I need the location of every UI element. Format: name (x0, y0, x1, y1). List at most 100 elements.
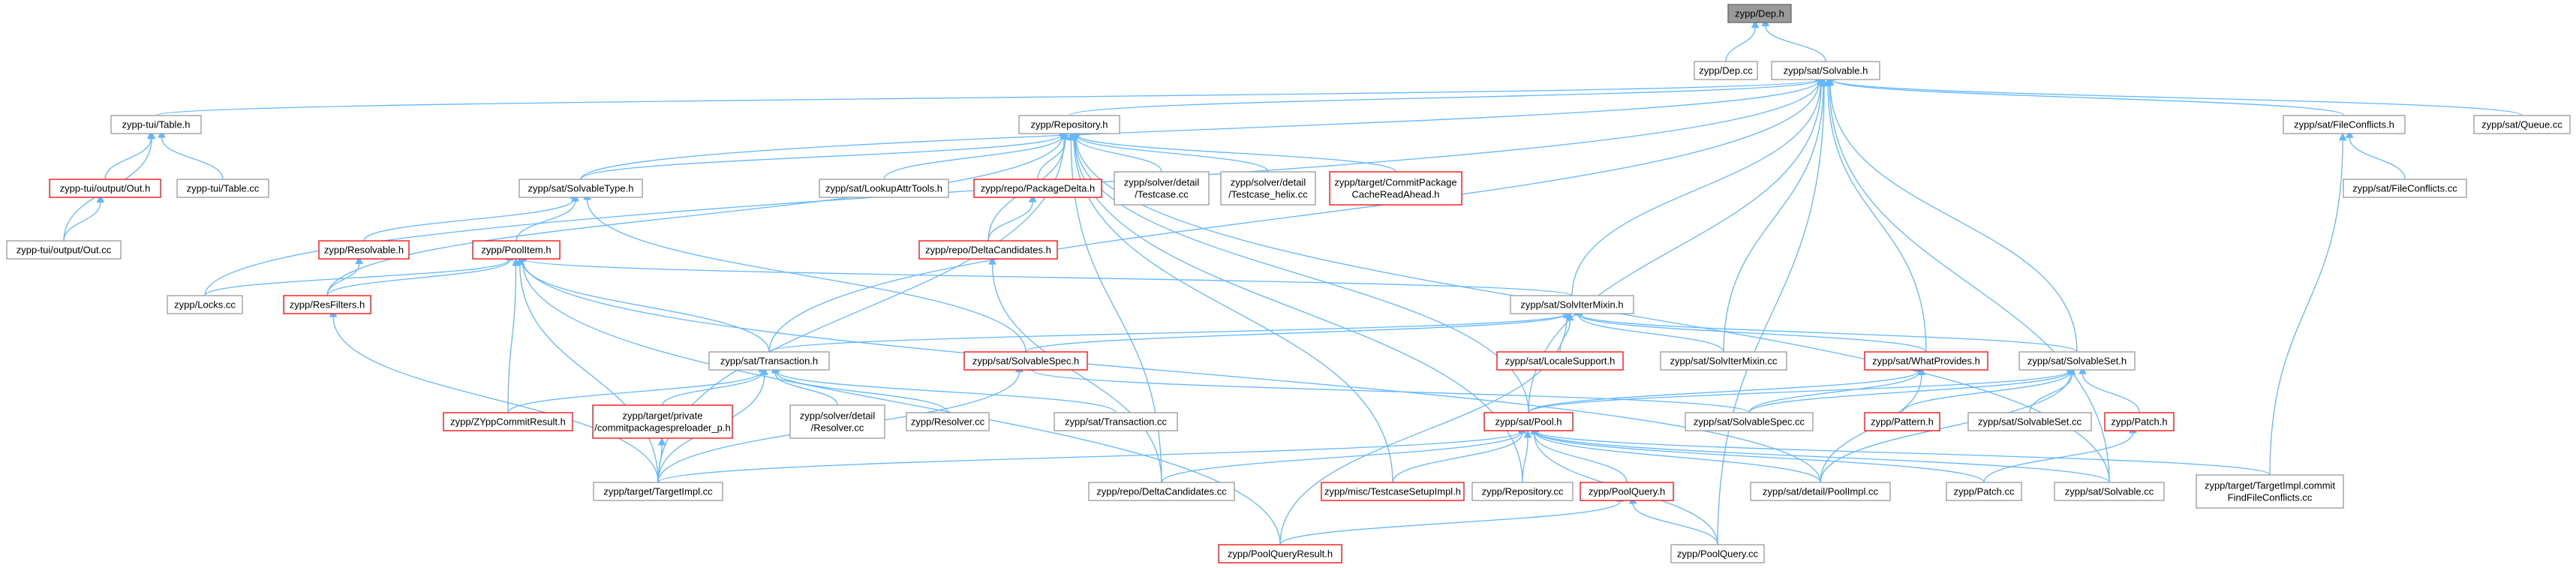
node-poolqueryresult-h[interactable]: zypp/PoolQueryResult.h (1218, 544, 1342, 563)
edge-transaction_h-to-resolver_cc (775, 371, 948, 413)
node-label: FindFileConflicts.cc (2228, 492, 2313, 503)
arrowhead-packagedelta_h-to-deltacandidates_h (1028, 194, 1037, 203)
node-out-cc[interactable]: zypp-tui/output/Out.cc (6, 240, 122, 260)
node-deltacandidates-cc[interactable]: zypp/repo/DeltaCandidates.cc (1088, 482, 1235, 501)
node-label: zypp/sat/SolvableSpec.cc (1694, 416, 1805, 428)
node-localesupport-h[interactable]: zypp/sat/LocaleSupport.h (1496, 351, 1624, 371)
node-queue-cc[interactable]: zypp/sat/Queue.cc (2473, 115, 2571, 134)
edge-pool_h-to-repository_cc (1522, 437, 1528, 483)
node-solvabletype-h[interactable]: zypp/sat/SolvableType.h (519, 179, 643, 198)
node-packagedelta-h[interactable]: zypp/repo/PackageDelta.h (973, 179, 1102, 198)
node-transaction-h[interactable]: zypp/sat/Transaction.h (708, 351, 830, 371)
node-box (1329, 171, 1462, 206)
edge-solvable_h-to-fileconflicts_h (1832, 80, 2345, 116)
node-label: zypp/sat/SolvableSpec.h (972, 356, 1079, 367)
node-box (918, 240, 1058, 260)
edge-solvable_h-to-solvabletype_h (580, 80, 1820, 180)
node-solvableset-cc[interactable]: zypp/sat/SolvableSet.cc (1967, 412, 2092, 431)
node-resolvable-h[interactable]: zypp/Resolvable.h (318, 240, 410, 260)
node-resolver-cc-detail[interactable]: zypp/solver/detail/Resolver.cc (789, 404, 885, 439)
node-box (593, 482, 723, 501)
node-box (176, 179, 269, 198)
node-box (592, 404, 733, 439)
node-testcase-helix-cc[interactable]: zypp/solver/detail/Testcase_helix.cc (1220, 171, 1316, 206)
edge-table_h-to-out_h (104, 137, 152, 180)
node-dep-cc[interactable]: zypp/Dep.cc (1694, 61, 1758, 80)
edge-poolitem_h-to-soliterm_h (522, 258, 1573, 296)
arrowhead-pool_h-to-repository_cc (1523, 429, 1532, 438)
edge-poolitem_h-to-targetimpl_cc (519, 264, 659, 483)
node-poolitem-h[interactable]: zypp/PoolItem.h (472, 240, 561, 260)
node-label: zypp/Pattern.h (1871, 416, 1934, 428)
node-solvablespec-h[interactable]: zypp/sat/SolvableSpec.h (963, 351, 1088, 371)
node-lookupattrtools-h[interactable]: zypp/sat/LookupAttrTools.h (819, 179, 949, 198)
node-fileconflicts-cc[interactable]: zypp/sat/FileConflicts.cc (2343, 179, 2467, 198)
node-pattern-h[interactable]: zypp/Pattern.h (1864, 412, 1940, 431)
node-pool-h[interactable]: zypp/sat/Pool.h (1483, 412, 1574, 431)
edge-transaction_h-to-transaction_cc (775, 370, 1117, 413)
node-patch-h[interactable]: zypp/Patch.h (2104, 412, 2175, 431)
node-poolquery-cc[interactable]: zypp/PoolQuery.cc (1670, 544, 1765, 563)
node-targetimpl-cc[interactable]: zypp/target/TargetImpl.cc (593, 482, 723, 501)
node-solvableset-h[interactable]: zypp/sat/SolvableSet.h (2018, 351, 2136, 371)
node-label: zypp/target/TargetImpl.cc (603, 486, 713, 497)
edge-pool_h-to-targetimpl_commit_cc (1534, 430, 2271, 476)
node-solvable-cc[interactable]: zypp/sat/Solvable.cc (2054, 482, 2165, 501)
node-fileconflicts-h[interactable]: zypp/sat/FileConflicts.h (2283, 115, 2406, 134)
node-label: zypp/sat/SolvIterMixin.h (1520, 299, 1623, 311)
node-resolver-cc[interactable]: zypp/Resolver.cc (906, 412, 990, 431)
edge-solvableset_h-to-poolimpl_cc (1820, 372, 2072, 483)
node-whatprovides-h[interactable]: zypp/sat/WhatProvides.h (1864, 351, 1988, 371)
node-repository-h[interactable]: zypp/Repository.h (1018, 115, 1120, 134)
node-commitpackage-h[interactable]: zypp/target/CommitPackageCacheReadAhead.… (1329, 171, 1462, 206)
node-table-h[interactable]: zypp-tui/Table.h (110, 115, 202, 134)
node-repository-cc[interactable]: zypp/Repository.cc (1471, 482, 1574, 501)
edge-repository_h-to-solvabletype_h (580, 134, 1063, 180)
node-solvitermixin-cc[interactable]: zypp/sat/SolvIterMixin.cc (1660, 351, 1787, 371)
edge-repository_h-to-lookupattrtools_h (883, 134, 1063, 180)
edge-poolitem_h-to-poolqueryresult_h (522, 261, 1281, 545)
node-zyppcommitresult-h[interactable]: zypp/ZYppCommitResult.h (443, 412, 573, 431)
node-poolquery-h[interactable]: zypp/PoolQuery.h (1580, 482, 1674, 501)
node-soliterm-h[interactable]: zypp/sat/SolvIterMixin.h (1510, 295, 1634, 314)
node-solvable-h[interactable]: zypp/sat/Solvable.h (1771, 61, 1880, 80)
edge-resfilters_h-to-targetimpl_cc (332, 317, 659, 483)
node-box (1018, 115, 1120, 134)
node-label: CacheReadAhead.h (1351, 189, 1439, 200)
node-resfilters-h[interactable]: zypp/ResFilters.h (283, 295, 371, 314)
node-box (2054, 482, 2165, 501)
node-locks-cc[interactable]: zypp/Locks.cc (167, 295, 243, 314)
node-box (973, 179, 1102, 198)
node-box (1694, 61, 1758, 80)
node-table-cc[interactable]: zypp-tui/Table.cc (176, 179, 269, 198)
node-poolimpl-cc[interactable]: zypp/sat/detail/PoolImpl.cc (1750, 482, 1891, 501)
node-testcasesetupimpl-h[interactable]: zypp/misc/TestcaseSetupImpl.h (1321, 482, 1465, 501)
node-label: zypp/sat/LookupAttrTools.h (825, 183, 942, 194)
edge-solvable_h-to-solvable_cc (1829, 85, 2110, 483)
node-testcase-cc[interactable]: zypp/solver/detail/Testcase.cc (1114, 171, 1210, 206)
node-patch-cc[interactable]: zypp/Patch.cc (1946, 482, 2022, 501)
node-box (167, 295, 243, 314)
arrowhead-deltacandidates_h-to-deltacandidates_cc (988, 256, 996, 265)
node-box (1510, 295, 1634, 314)
edge-repository_h-to-commitpackage_h (1075, 134, 1396, 173)
node-solvablespec-cc[interactable]: zypp/sat/SolvableSpec.cc (1685, 412, 1814, 431)
node-out-h[interactable]: zypp-tui/output/Out.h (49, 179, 161, 198)
node-dep-h[interactable]: zypp/Dep.h (1727, 4, 1792, 23)
edge-repository_h-to-testcase_helix_cc (1075, 134, 1269, 173)
node-deltacandidates-h[interactable]: zypp/repo/DeltaCandidates.h (918, 240, 1058, 260)
arrowhead-solvable_h-to-solvable_cc (1825, 77, 1834, 86)
edge-poolitem_h-to-transaction_h (522, 261, 770, 353)
edge-soliterm_h-to-solvitermixin_cc (1578, 314, 1724, 353)
edge-soliterm_h-to-whatprovides_h (1578, 314, 1927, 353)
node-transaction-cc[interactable]: zypp/sat/Transaction.cc (1054, 412, 1178, 431)
node-box (49, 179, 161, 198)
node-commitpackagespreloader-h[interactable]: zypp/target/private/commitpackagespreloa… (592, 404, 733, 439)
edge-solvableset_h-to-patch_h (2082, 374, 2140, 413)
edge-whatprovides_h-to-solvablespec_cc (1748, 371, 1920, 413)
node-label: zypp-tui/Table.h (122, 119, 190, 131)
edge-solvable_h-to-table_h (155, 79, 1820, 116)
node-targetimpl-commit-cc[interactable]: zypp/target/TargetImpl.commitFindFileCon… (2196, 474, 2344, 509)
node-label: zypp/repo/DeltaCandidates.h (925, 245, 1051, 256)
edge-poolitem_h-to-zyppcommitresult_h (507, 265, 517, 413)
